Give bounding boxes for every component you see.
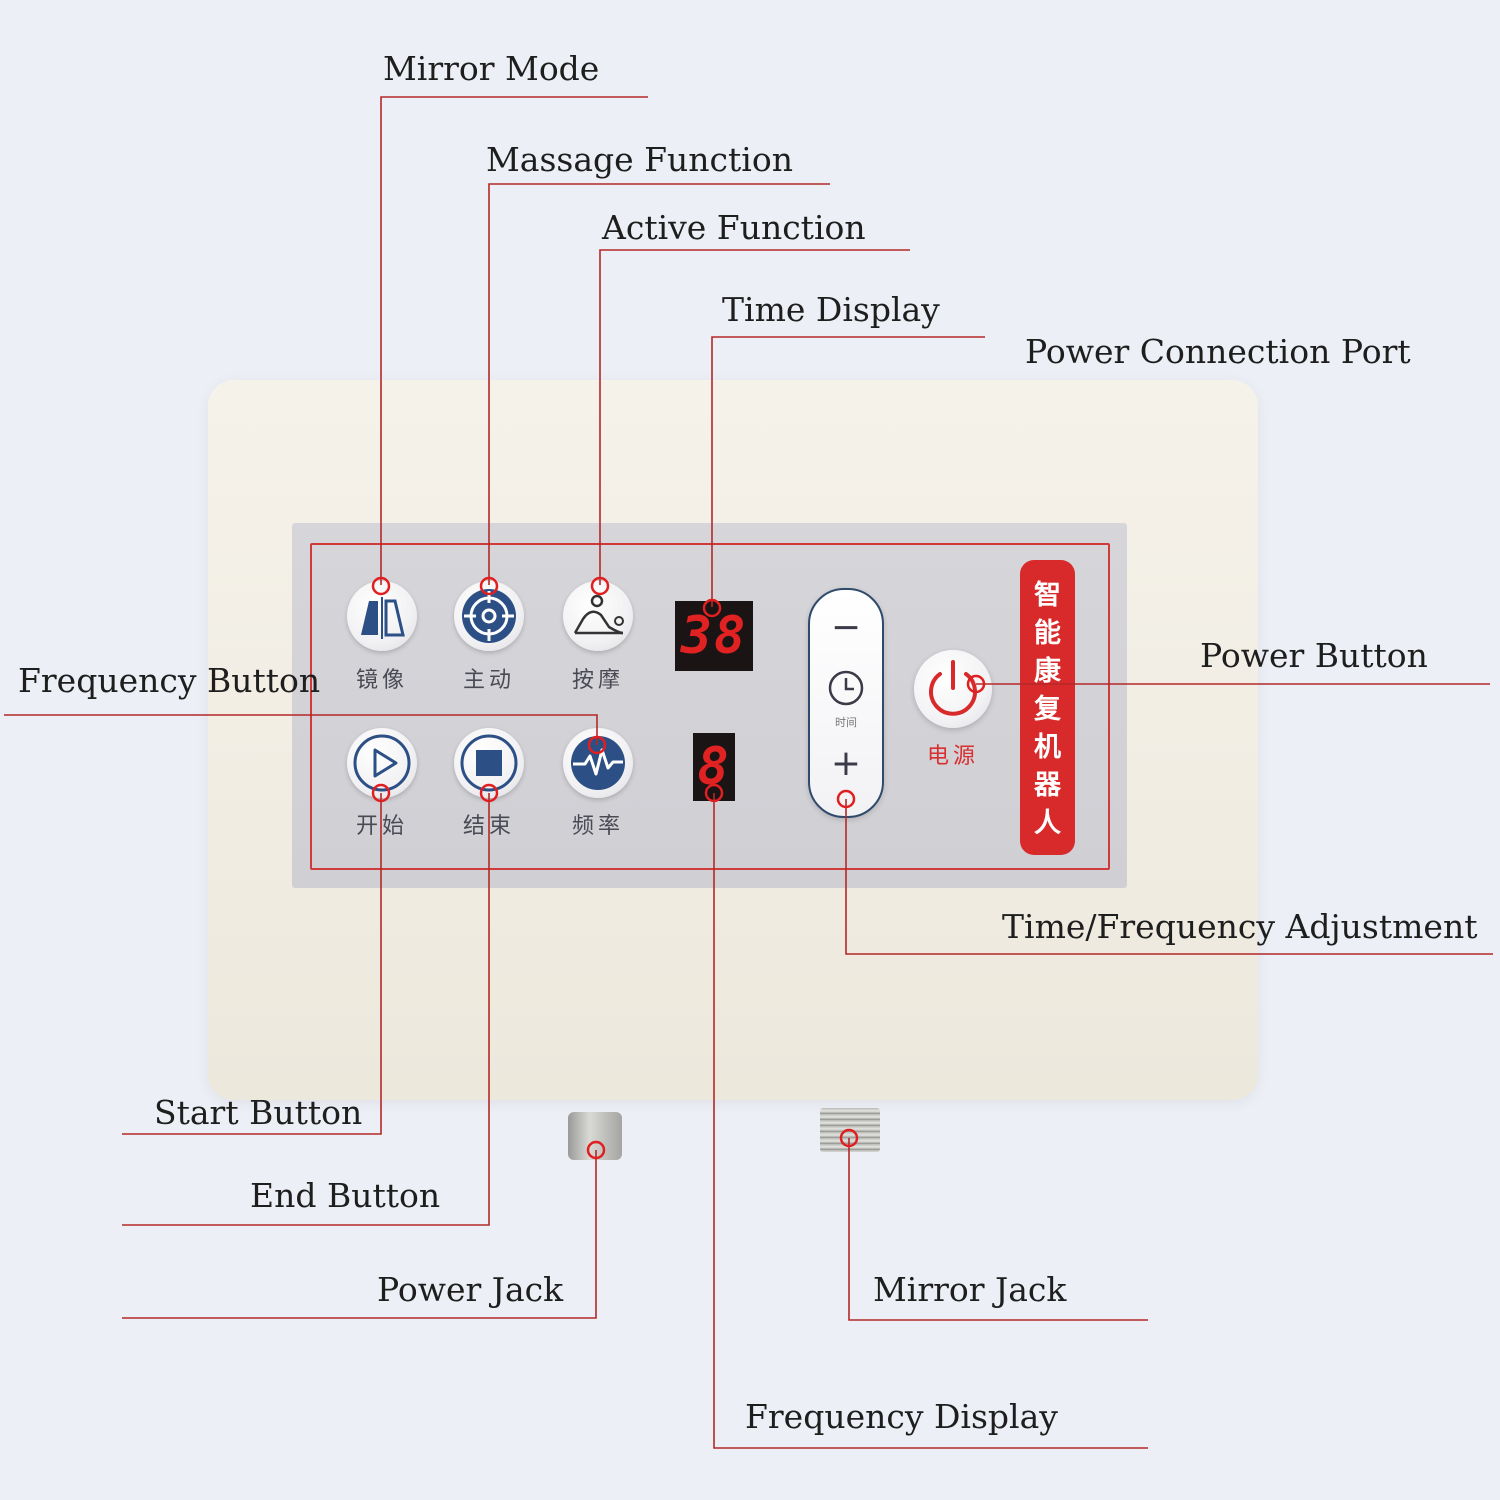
marker [479,576,499,596]
start-button[interactable] [347,728,417,798]
callout-start-button: Start Button [154,1093,363,1132]
time-caption: 时间 [835,716,857,729]
power-button[interactable] [914,650,992,728]
end-button-label: 结束 [462,814,515,839]
start-button-label: 开始 [355,814,408,839]
callout-power-button: Power Button [1200,636,1428,675]
frequency-display: 8 [693,733,735,801]
brand-char: 能 [1034,618,1061,649]
active-button[interactable] [454,581,524,651]
marker [704,783,724,803]
power-button-label: 电源 [926,744,979,769]
power-icon [929,660,977,716]
active-button-label: 主动 [462,668,515,693]
callout-massage-function: Massage Function [486,140,793,179]
time-frequency-adjustment: − 时间 + [808,588,884,818]
marker [587,735,607,755]
increase-button[interactable]: + [830,743,862,784]
callout-power-jack: Power Jack [377,1270,564,1309]
marker [371,576,391,596]
stop-icon [460,734,518,792]
mirror-button[interactable] [347,581,417,651]
marker [839,1128,859,1148]
callout-mirror-mode: Mirror Mode [383,49,600,88]
marker [836,789,856,809]
power-jack[interactable] [568,1112,622,1160]
clock-icon [828,670,864,706]
frequency-button-label: 频率 [571,814,624,839]
pulse-wave-icon [571,736,625,790]
massage-button-label: 按摩 [571,668,624,693]
marker [371,783,391,803]
marker [590,576,610,596]
play-icon [353,734,411,792]
mirror-button-label: 镜像 [355,668,408,693]
callout-time-display: Time Display [722,290,940,329]
callout-active-function: Active Function [602,208,866,247]
marker [586,1140,606,1160]
brand-char: 智 [1034,580,1061,611]
brand-char: 器 [1034,770,1061,801]
decrease-button[interactable]: − [830,607,862,648]
brand-char: 康 [1034,656,1061,687]
callout-end-button: End Button [250,1176,441,1215]
callout-mirror-jack: Mirror Jack [873,1270,1067,1309]
end-button[interactable] [454,728,524,798]
marker [702,598,722,618]
callout-time-frequency-adjustment: Time/Frequency Adjustment [1002,907,1478,946]
callout-power-connection-port: Power Connection Port [1025,332,1411,371]
callout-frequency-button: Frequency Button [18,661,321,700]
brand-char: 人 [1034,808,1061,839]
target-icon [462,589,516,643]
marker [479,783,499,803]
massage-icon [573,594,624,635]
panel-border [310,543,1110,870]
frequency-button[interactable] [563,728,633,798]
callout-frequency-display: Frequency Display [745,1397,1058,1436]
marker [966,674,986,694]
brand-char: 复 [1034,694,1061,725]
mirror-icon [361,597,405,639]
brand-char: 机 [1034,732,1061,763]
brand-strip: 智 能 康 复 机 器 人 [1020,560,1075,855]
